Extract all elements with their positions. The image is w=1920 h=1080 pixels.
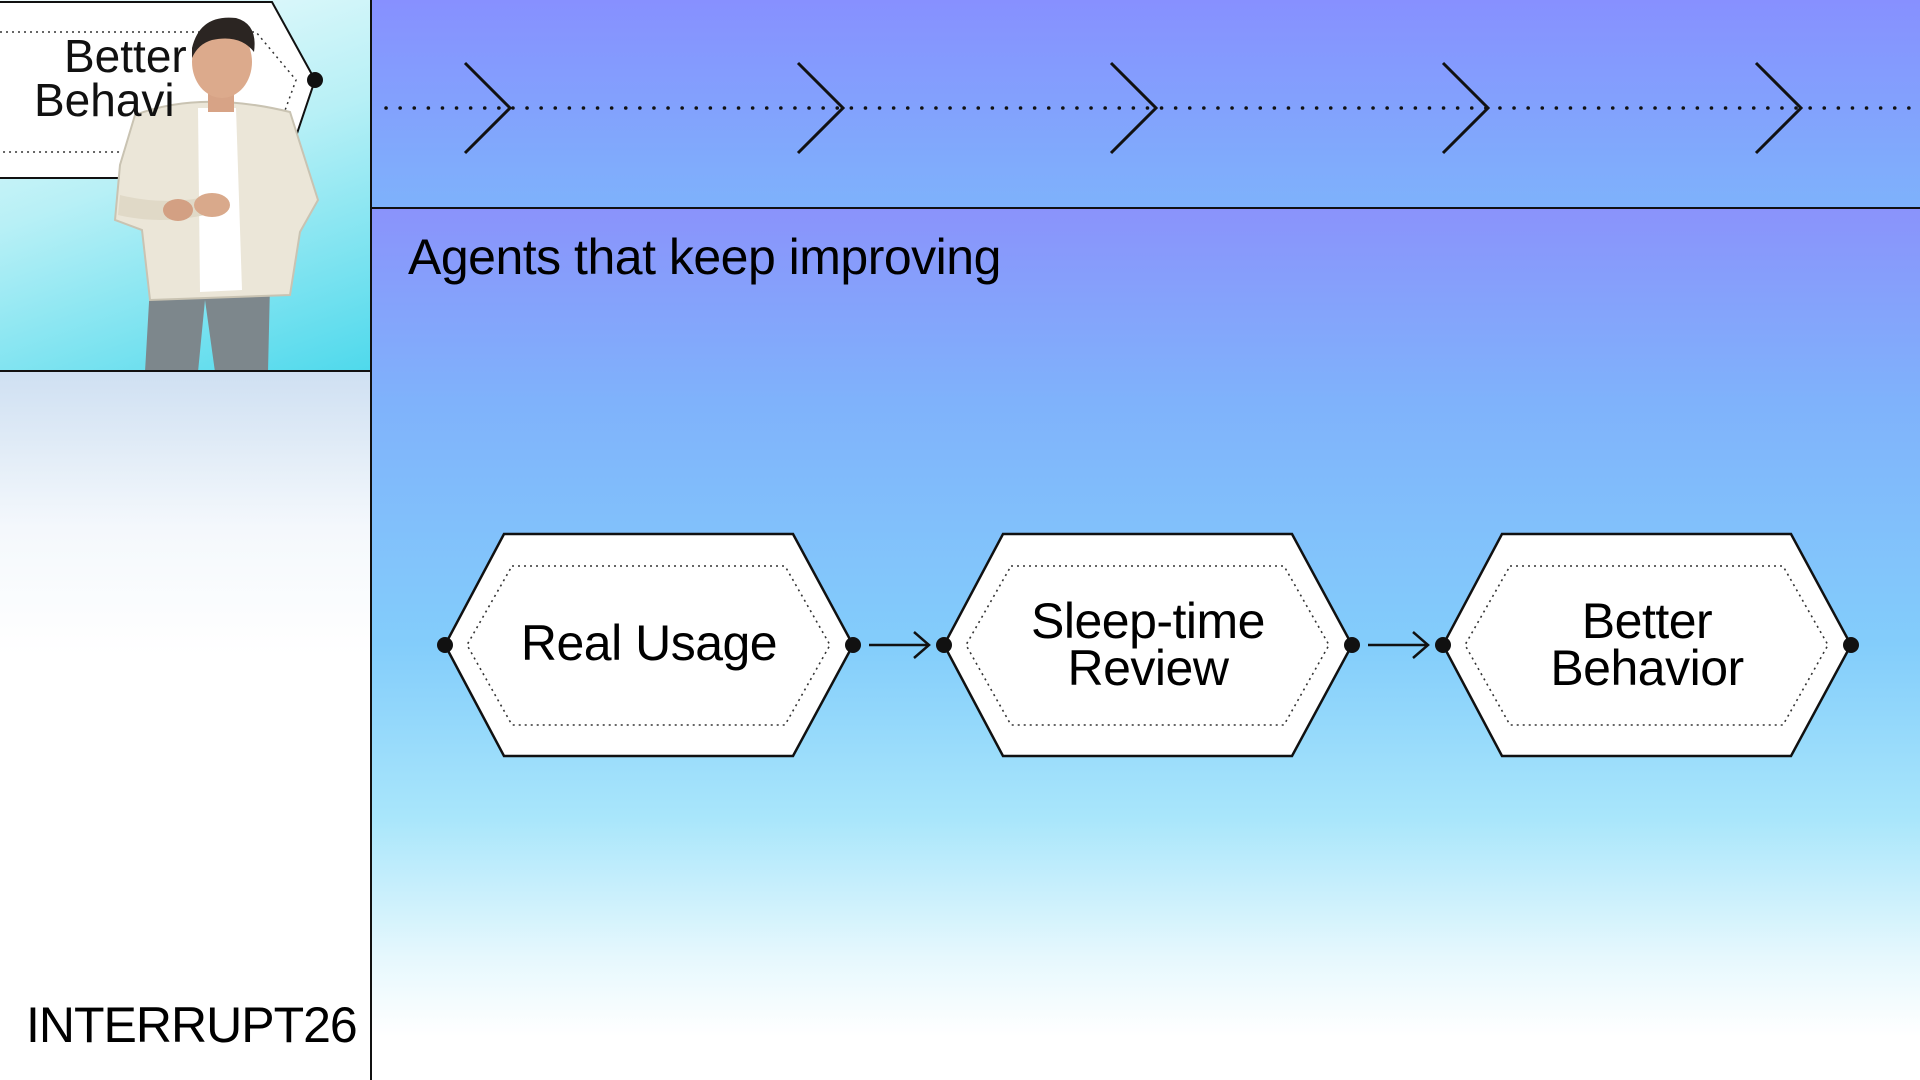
chevron-right-icon	[463, 61, 513, 155]
flow-node-sleep-time-review-shape	[936, 532, 1360, 758]
flow-node-label-real-usage: Real Usage	[520, 615, 778, 671]
arrow-right-icon	[1368, 631, 1430, 659]
chevron-strip	[384, 61, 1920, 155]
dot-icon	[307, 72, 323, 88]
slide-progress-strip	[372, 0, 1920, 208]
speaker-video-panel: Better Behavi	[0, 0, 370, 372]
conference-logo: INTERRUPT26	[26, 997, 358, 1053]
flow-node-better-behavior-shape	[1435, 532, 1859, 758]
sidebar-background	[0, 372, 370, 1080]
chevron-right-icon	[1109, 61, 1159, 155]
chevron-right-icon	[1441, 61, 1491, 155]
slide-title: Agents that keep improving	[408, 229, 1001, 285]
chevron-right-icon	[796, 61, 846, 155]
flow-node-real-usage-shape	[437, 532, 861, 758]
arrow-right-icon	[869, 631, 931, 659]
speaker-video-scene: Better Behavi	[0, 1, 323, 370]
dot-icon	[1435, 637, 1451, 653]
chevron-right-icon	[1754, 61, 1804, 155]
speaker-figure	[113, 17, 320, 370]
slide-preview-text-line2: Behavi	[34, 74, 175, 126]
dot-icon	[437, 637, 453, 653]
slide-divider	[372, 207, 1920, 209]
flow-node-label-better-behavior: Better Behavior	[1550, 593, 1744, 696]
slide-preview-text-line1: Better	[64, 30, 187, 82]
dot-icon	[845, 637, 861, 653]
column-divider	[370, 0, 372, 1080]
flow-node-label-sleep-time-review: Sleep-time Review	[1031, 593, 1266, 696]
dot-icon	[936, 637, 952, 653]
dot-icon	[1843, 637, 1859, 653]
dot-icon	[1344, 637, 1360, 653]
